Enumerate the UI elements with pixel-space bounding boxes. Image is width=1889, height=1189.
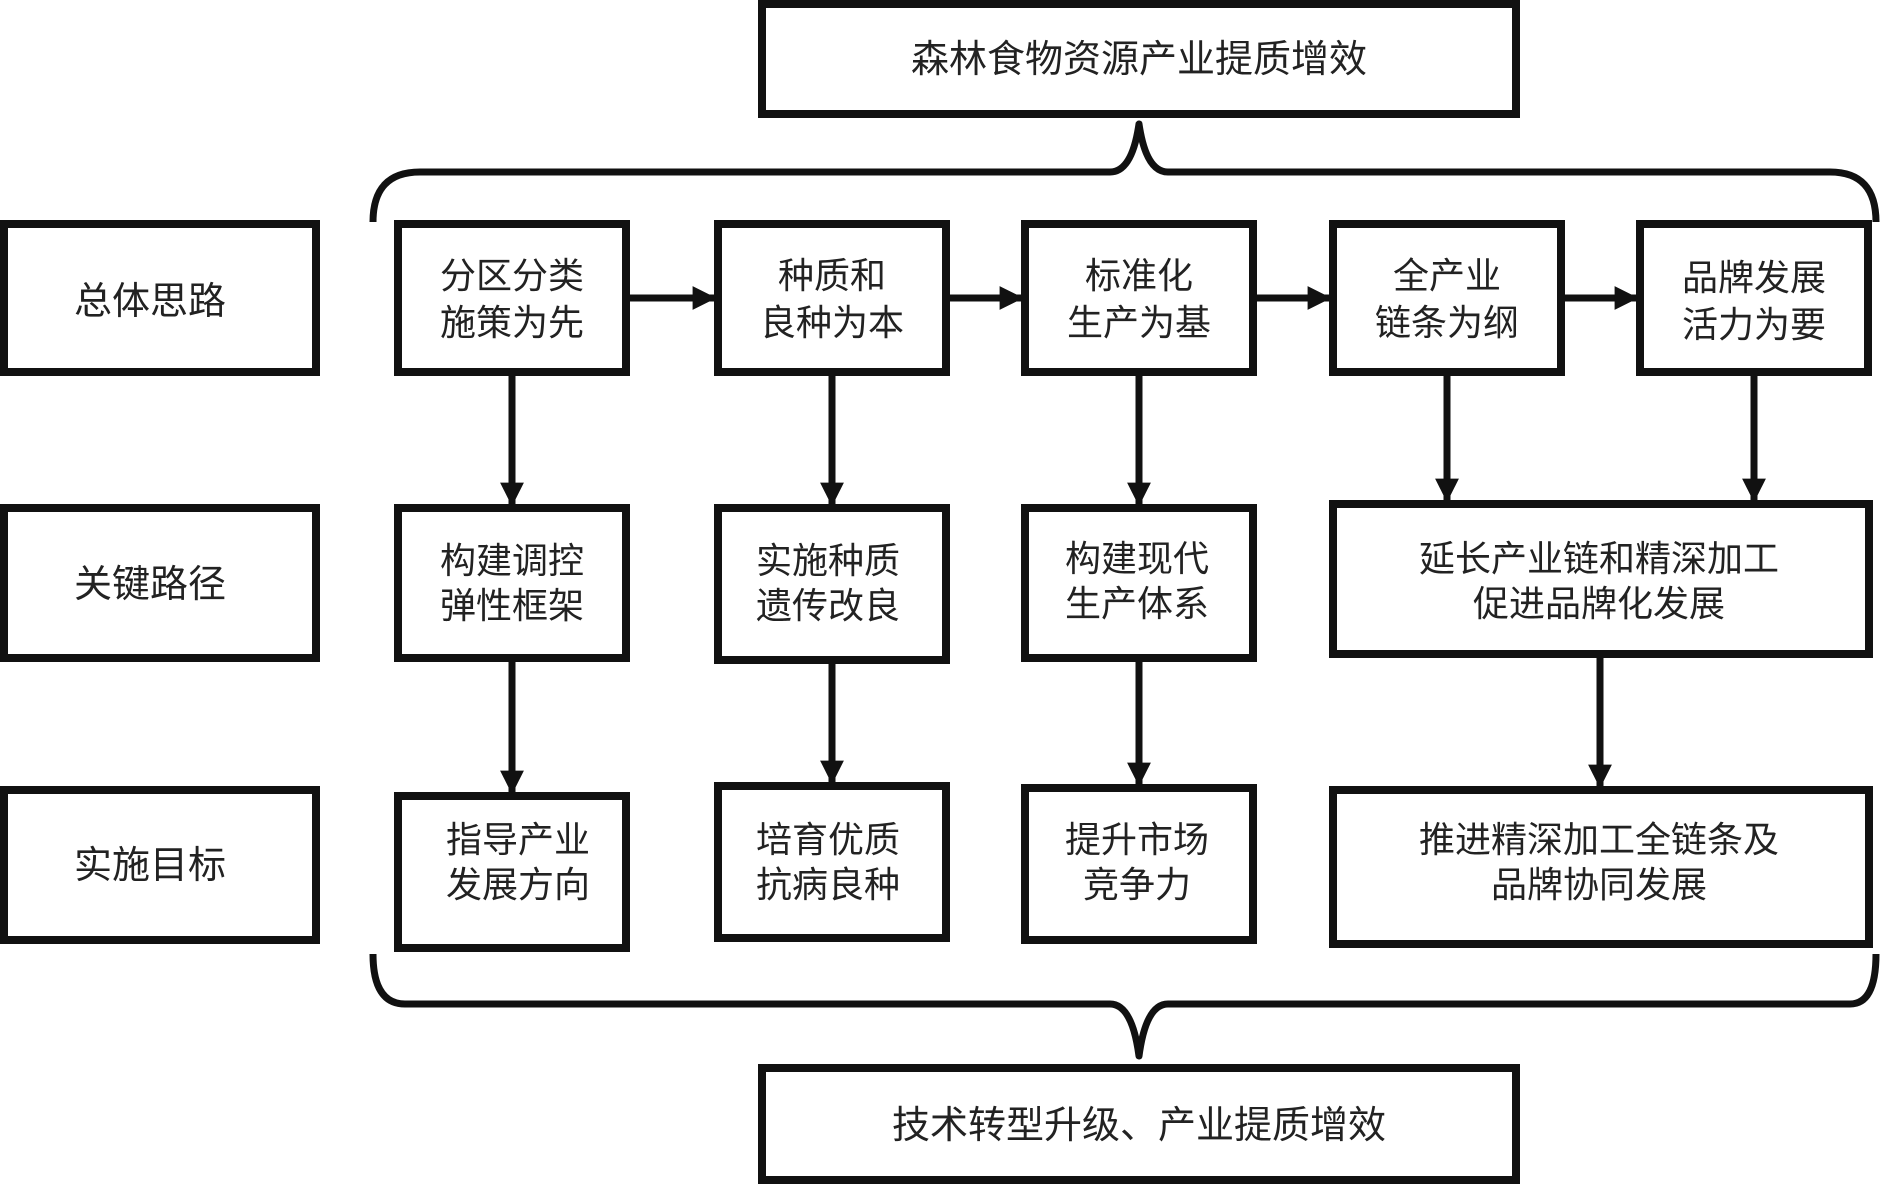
principle-node-3: 标准化 生产为基 <box>1021 220 1257 376</box>
principle-node-1: 分区分类 施策为先 <box>394 220 630 376</box>
bottom-brace <box>369 953 1880 1060</box>
svg-text:弹性框架: 弹性框架 <box>440 586 584 627</box>
principle-node-5: 品牌发展 活力为要 <box>1636 220 1872 376</box>
svg-text:施策为先: 施策为先 <box>440 303 584 344</box>
svg-text:总体思路: 总体思路 <box>74 279 226 323</box>
bottom-goal-text: 技术转型升级、产业提质增效 <box>892 1103 1386 1147</box>
svg-text:构建调控: 构建调控 <box>440 541 584 582</box>
svg-text:实施目标: 实施目标 <box>74 843 226 887</box>
target-node-1: 指导产业 发展方向 <box>394 792 630 952</box>
svg-text:品牌协同发展: 品牌协同发展 <box>1491 865 1707 906</box>
svg-text:品牌发展: 品牌发展 <box>1682 258 1826 299</box>
path-node-2: 实施种质 遗传改良 <box>714 504 950 664</box>
svg-text:延长产业链和精深加工: 延长产业链和精深加工 <box>1419 539 1779 580</box>
svg-text:活力为要: 活力为要 <box>1682 305 1826 346</box>
svg-text:推进精深加工全链条及: 推进精深加工全链条及 <box>1419 820 1779 861</box>
svg-text:构建现代: 构建现代 <box>1065 539 1209 580</box>
path-node-1: 构建调控 弹性框架 <box>394 504 630 662</box>
path-node-3: 构建现代 生产体系 <box>1021 504 1257 662</box>
svg-text:实施种质: 实施种质 <box>756 541 900 582</box>
svg-text:种质和: 种质和 <box>778 256 886 297</box>
target-node-2: 培育优质 抗病良种 <box>714 782 950 942</box>
svg-text:关键路径: 关键路径 <box>74 562 226 606</box>
row-label-key-path: 关键路径 <box>0 504 320 662</box>
svg-text:竞争力: 竞争力 <box>1083 865 1191 906</box>
top-goal-text: 森林食物资源产业提质增效 <box>911 37 1367 81</box>
svg-text:链条为纲: 链条为纲 <box>1375 303 1519 344</box>
target-node-3: 提升市场 竞争力 <box>1021 784 1257 944</box>
svg-text:分区分类: 分区分类 <box>440 256 584 297</box>
principle-node-2: 种质和 良种为本 <box>714 220 950 376</box>
svg-text:培育优质: 培育优质 <box>756 820 900 861</box>
svg-text:提升市场: 提升市场 <box>1065 820 1209 861</box>
svg-text:全产业: 全产业 <box>1393 256 1501 297</box>
row-label-overall-approach: 总体思路 <box>0 220 320 376</box>
top-brace <box>369 120 1880 223</box>
principle-node-4: 全产业 链条为纲 <box>1329 220 1565 376</box>
svg-text:标准化: 标准化 <box>1085 256 1193 297</box>
top-goal-box: 森林食物资源产业提质增效 <box>758 0 1520 118</box>
row-label-implementation-goal: 实施目标 <box>0 786 320 944</box>
svg-text:抗病良种: 抗病良种 <box>756 865 900 906</box>
path-node-4: 延长产业链和精深加工 促进品牌化发展 <box>1329 500 1873 658</box>
svg-text:生产体系: 生产体系 <box>1065 584 1209 625</box>
svg-text:发展方向: 发展方向 <box>446 865 590 906</box>
svg-text:指导产业: 指导产业 <box>446 820 590 861</box>
svg-text:促进品牌化发展: 促进品牌化发展 <box>1473 584 1725 625</box>
target-node-4: 推进精深加工全链条及 品牌协同发展 <box>1329 786 1873 948</box>
svg-text:遗传改良: 遗传改良 <box>756 586 900 627</box>
svg-text:良种为本: 良种为本 <box>760 303 904 344</box>
svg-text:生产为基: 生产为基 <box>1067 303 1211 344</box>
bottom-goal-box: 技术转型升级、产业提质增效 <box>758 1064 1520 1184</box>
